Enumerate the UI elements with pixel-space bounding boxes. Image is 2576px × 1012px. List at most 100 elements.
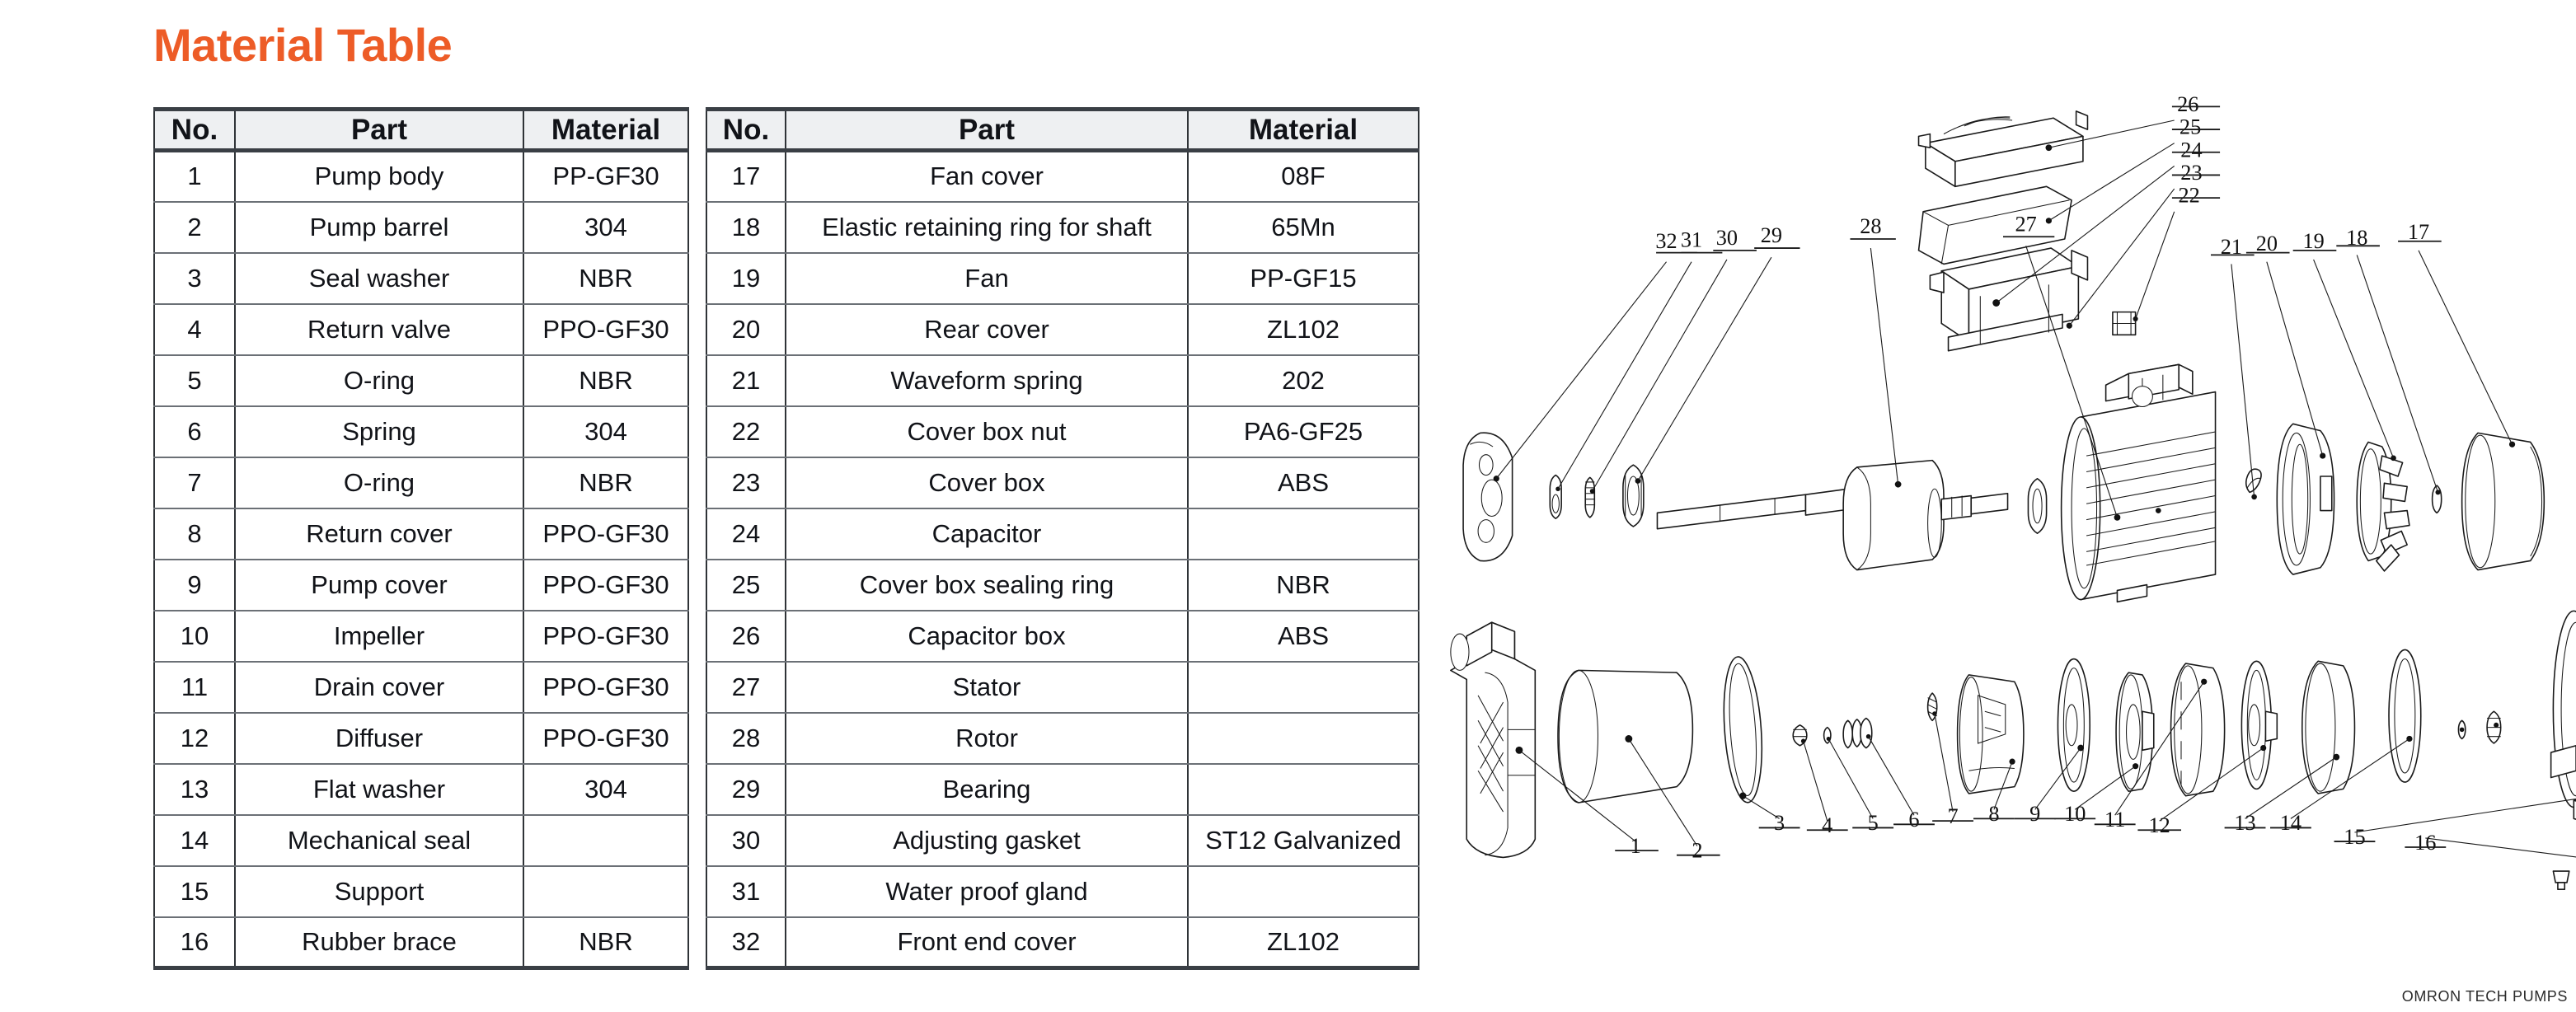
callout-number-23: 23 — [2180, 161, 2202, 185]
cell-material — [1187, 711, 1419, 765]
callout-number-20: 20 — [2256, 232, 2278, 255]
cell-part: Seal washer — [234, 251, 524, 305]
cell-no: 11 — [153, 660, 236, 714]
cell-material: ABS — [1187, 456, 1419, 509]
cell-no: 23 — [706, 456, 786, 509]
callout-number-3: 3 — [1774, 811, 1785, 835]
cell-no: 5 — [153, 354, 236, 407]
part-pump-body — [1450, 621, 1537, 859]
cell-no: 26 — [706, 609, 786, 663]
cell-no: 14 — [153, 813, 236, 867]
cell-no: 29 — [706, 762, 786, 816]
cell-material: PPO-GF30 — [523, 711, 689, 765]
table-header-row: No. Part Material — [706, 107, 1419, 152]
cell-no: 17 — [706, 149, 786, 203]
cell-part: Capacitor box — [785, 609, 1189, 663]
cell-part: Stator — [785, 660, 1189, 714]
cell-part: Pump barrel — [234, 200, 524, 254]
cell-material: ZL102 — [1187, 302, 1419, 356]
part-bearing-rear — [2027, 477, 2048, 535]
callout-number-30: 30 — [1716, 226, 1738, 250]
cell-part: Cover box — [785, 456, 1189, 509]
cell-part: O-ring — [234, 456, 524, 509]
callout-number-9: 9 — [2029, 802, 2040, 826]
callout-number-26: 26 — [2177, 92, 2198, 116]
part-small-cluster — [1792, 692, 1938, 749]
cell-no: 19 — [706, 251, 786, 305]
cell-material: NBR — [523, 354, 689, 407]
callout-number-2: 2 — [1692, 838, 1702, 862]
cell-material — [1187, 660, 1419, 714]
cell-no: 21 — [706, 354, 786, 407]
cell-no: 9 — [153, 558, 236, 611]
cell-part: Cover box nut — [785, 405, 1189, 458]
part-cover-box — [1929, 247, 2089, 352]
cell-part: Rear cover — [785, 302, 1189, 356]
cell-part: Cover box sealing ring — [785, 558, 1189, 611]
part-fan-cover — [2461, 432, 2546, 571]
cell-material — [1187, 864, 1419, 918]
cell-part: Support — [234, 864, 524, 918]
cell-no: 1 — [153, 149, 236, 203]
cell-material — [1187, 762, 1419, 816]
exploded-assembly-diagram: .ln { fill:none; stroke:#1a1a1a; stroke-… — [1430, 91, 2576, 981]
cell-part: Drain cover — [234, 660, 524, 714]
part-impeller — [2115, 672, 2155, 792]
column-header-part: Part — [785, 107, 1189, 152]
part-rear-cover — [2276, 423, 2335, 575]
part-rotor — [1656, 459, 2009, 571]
callout-number-31: 31 — [1681, 228, 1702, 252]
cell-material — [523, 813, 689, 867]
callout-number-7: 7 — [1947, 804, 1958, 828]
cell-material: PP-GF15 — [1187, 251, 1419, 305]
cell-part: Bearing — [785, 762, 1189, 816]
callout-number-6: 6 — [1908, 808, 1919, 832]
cell-material: PPO-GF30 — [523, 302, 689, 356]
cell-no: 8 — [153, 507, 236, 560]
part-mechanical-seal — [2388, 649, 2422, 783]
cell-part: Elastic retaining ring for shaft — [785, 200, 1189, 254]
cell-no: 32 — [706, 916, 786, 970]
cell-part: Water proof gland — [785, 864, 1189, 918]
cell-material: NBR — [523, 251, 689, 305]
cell-part: Return cover — [234, 507, 524, 560]
column-header-no: No. — [153, 107, 236, 152]
part-capacitor-box — [1917, 110, 2089, 188]
cell-part: Capacitor — [785, 507, 1189, 560]
cell-material: PPO-GF30 — [523, 507, 689, 560]
cell-no: 30 — [706, 813, 786, 867]
cell-part: O-ring — [234, 354, 524, 407]
cell-material: 304 — [523, 405, 689, 458]
cell-no: 24 — [706, 507, 786, 560]
part-flat-washer — [2301, 660, 2356, 794]
cell-part: Spring — [234, 405, 524, 458]
cell-material — [1187, 507, 1419, 560]
part-diffuser — [2241, 660, 2278, 790]
part-return-cover — [1956, 674, 2025, 794]
callout-number-32: 32 — [1655, 229, 1677, 253]
cell-part: Fan cover — [785, 149, 1189, 203]
part-bolts-and-feet — [2552, 870, 2570, 891]
callout-number-29: 29 — [1761, 223, 1782, 247]
cell-no: 20 — [706, 302, 786, 356]
cell-part: Waveform spring — [785, 354, 1189, 407]
cell-part: Front end cover — [785, 916, 1189, 970]
callout-number-8: 8 — [1988, 802, 1999, 826]
part-drain-cover — [2170, 663, 2226, 797]
cell-no: 31 — [706, 864, 786, 918]
